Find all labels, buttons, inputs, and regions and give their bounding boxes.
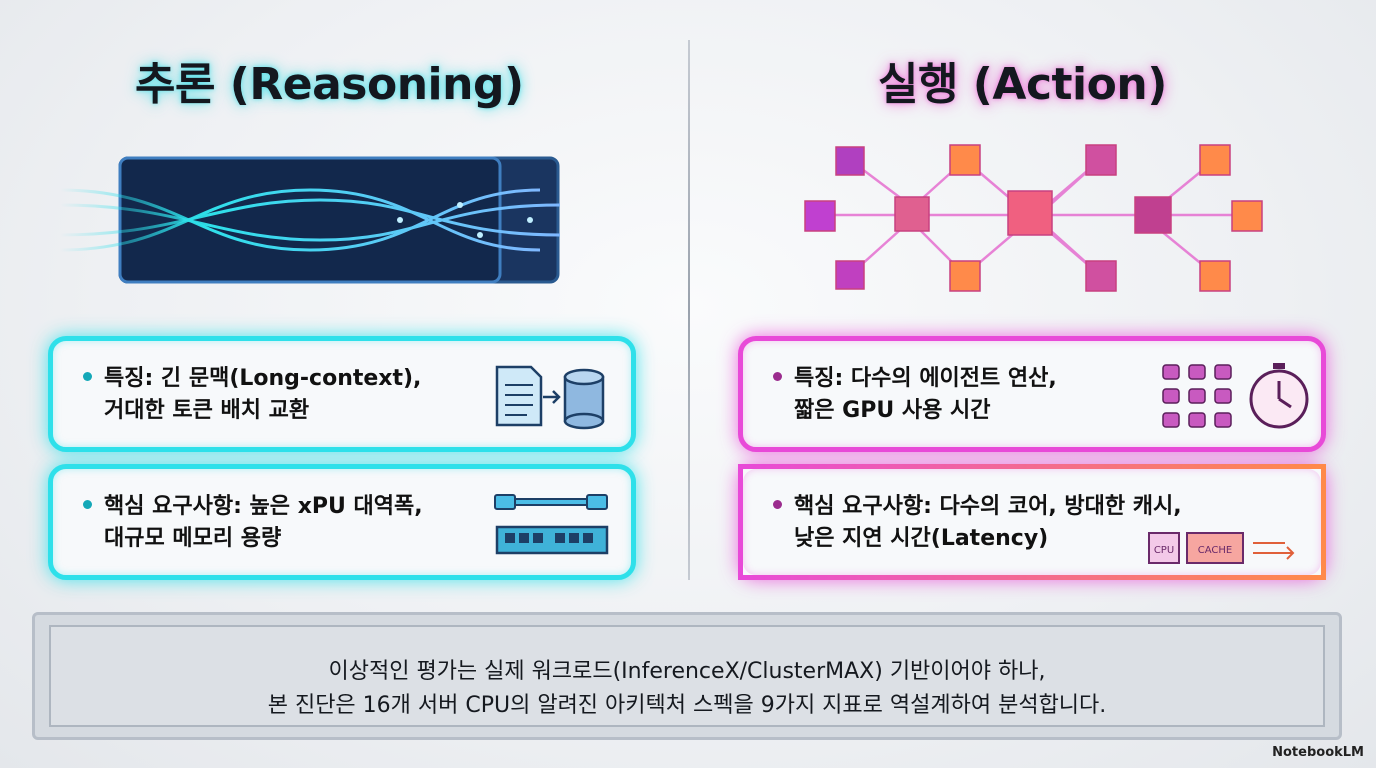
reasoning-requirement-line1: 핵심 요구사항: 높은 xPU 대역폭,: [104, 494, 423, 519]
action-title: 실행 (Action): [878, 59, 1167, 110]
center-divider: [688, 40, 690, 580]
bullet-dot: [83, 371, 92, 381]
footer-line1: 이상적인 평가는 실제 워크로드(InferenceX/ClusterMAX) …: [328, 659, 1046, 684]
cache-label: CACHE: [1198, 545, 1232, 556]
footer-note-panel: 이상적인 평가는 실제 워크로드(InferenceX/ClusterMAX) …: [32, 612, 1342, 740]
bullet-dot: [773, 499, 782, 509]
cpu-cache-arrow-icon: CPU CACHE: [1148, 532, 1295, 564]
reasoning-requirement-line2: 대규모 메모리 용량: [104, 526, 282, 551]
footer-line2: 본 진단은 16개 서버 CPU의 알려진 아키텍처 스펙을 9가지 지표로 역…: [267, 693, 1107, 718]
cable-and-memory-icon: [494, 494, 609, 555]
action-feature-line1: 특징: 다수의 에이전트 연산,: [794, 366, 1057, 391]
action-requirement-card: 핵심 요구사항: 다수의 코어, 방대한 캐시, 낮은 지연 시간(Latenc…: [738, 464, 1326, 580]
notebooklm-brand: NotebookLM: [1272, 745, 1364, 760]
reasoning-requirement-card: 핵심 요구사항: 높은 xPU 대역폭, 대규모 메모리 용량: [48, 464, 636, 580]
agent-network-illustration: [804, 144, 1263, 292]
action-requirement-line1: 핵심 요구사항: 다수의 코어, 방대한 캐시,: [794, 494, 1182, 519]
reasoning-feature-line1: 특징: 긴 문맥(Long-context),: [104, 366, 422, 391]
action-requirement-line2: 낮은 지연 시간(Latency): [794, 526, 1049, 551]
data-stream-illustration: [59, 156, 620, 284]
cpu-label: CPU: [1154, 545, 1174, 556]
document-to-database-icon: [495, 365, 605, 430]
action-feature-card: 특징: 다수의 에이전트 연산, 짧은 GPU 사용 시간: [738, 336, 1326, 452]
action-feature-line2: 짧은 GPU 사용 시간: [794, 398, 991, 423]
bullet-dot: [773, 371, 782, 381]
footer-note-inner: 이상적인 평가는 실제 워크로드(InferenceX/ClusterMAX) …: [49, 625, 1325, 727]
reasoning-feature-card: 특징: 긴 문맥(Long-context), 거대한 토큰 배치 교환: [48, 336, 636, 452]
reasoning-title: 추론 (Reasoning): [135, 59, 524, 110]
bullet-dot: [83, 499, 92, 509]
reasoning-feature-line2: 거대한 토큰 배치 교환: [104, 398, 310, 423]
robots-and-stopwatch-icon: [1162, 363, 1309, 429]
